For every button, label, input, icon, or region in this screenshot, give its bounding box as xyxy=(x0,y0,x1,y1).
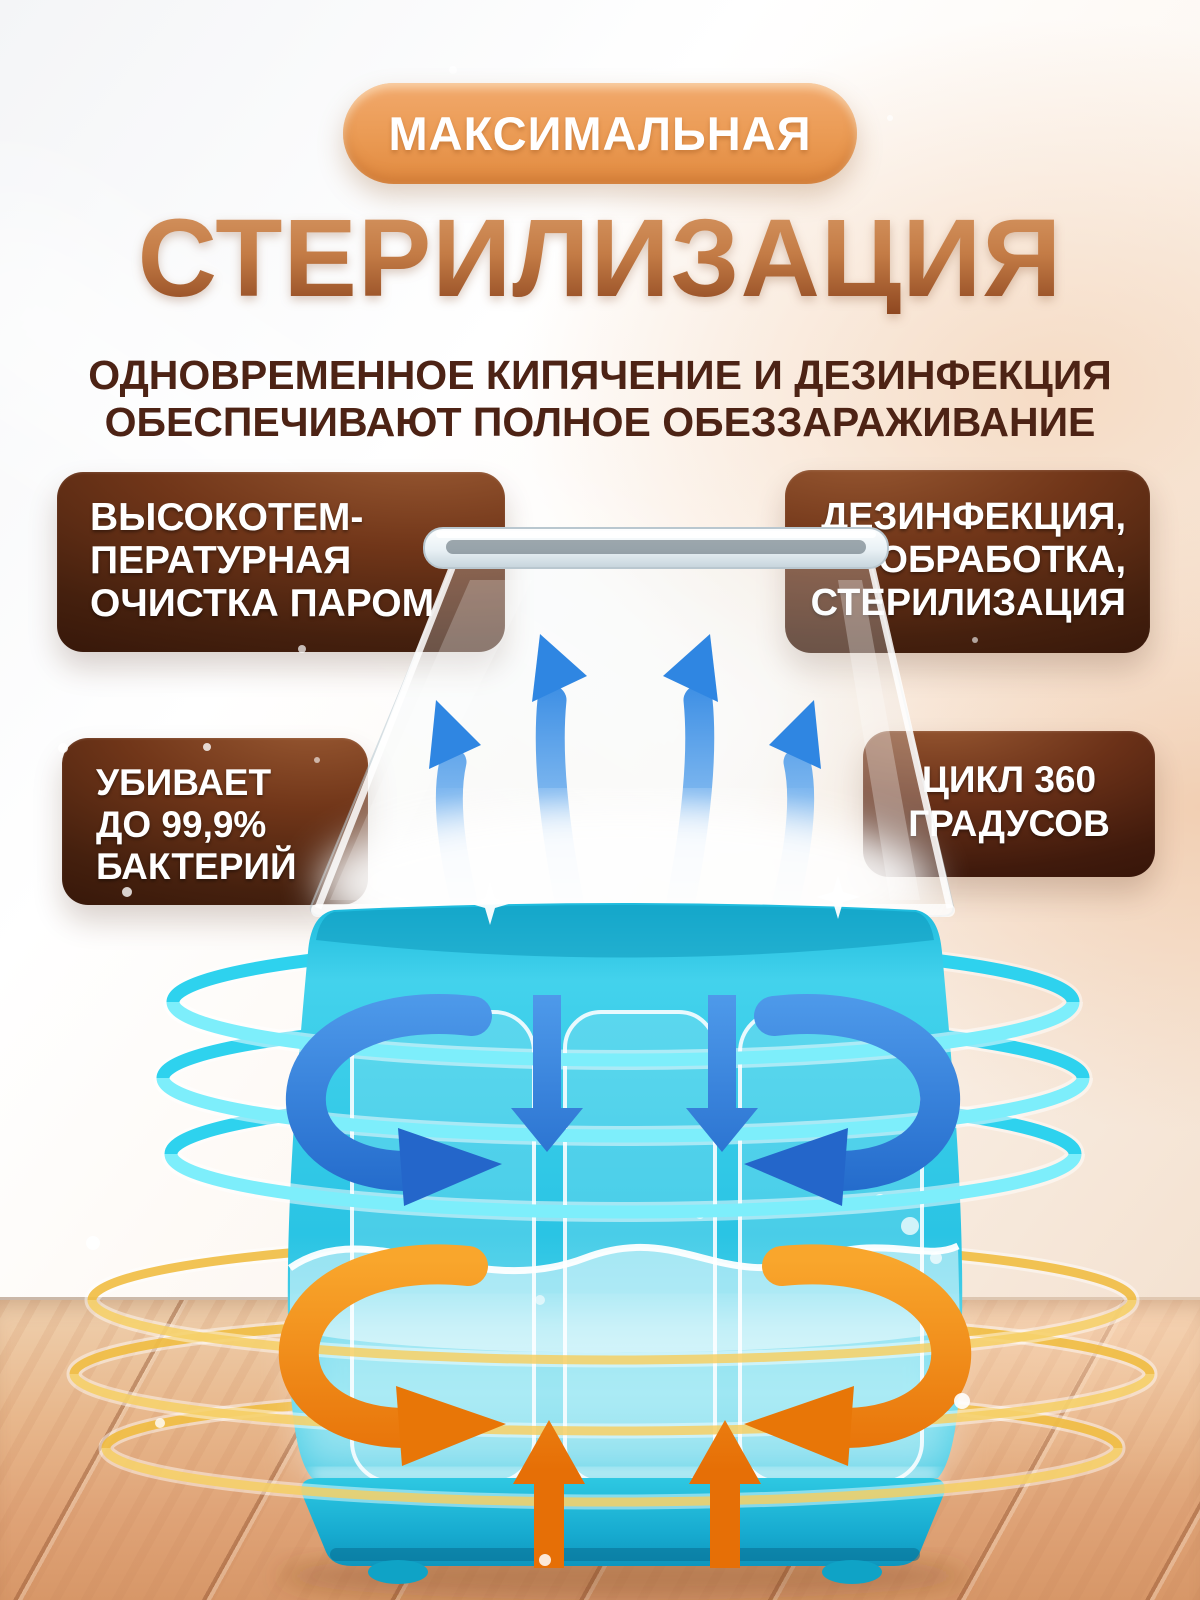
foot xyxy=(368,1560,428,1584)
sparkle xyxy=(972,637,978,643)
callout-line: СТЕРИЛИЗАЦИЯ xyxy=(810,582,1126,624)
circulation-arrow-blue-right-icon xyxy=(744,993,961,1206)
sparkle xyxy=(86,1236,100,1250)
glints xyxy=(468,875,860,925)
sparkle xyxy=(449,66,457,74)
sparkle xyxy=(887,115,893,121)
glint-star-icon xyxy=(816,875,860,919)
sparkle xyxy=(58,743,68,753)
callout-line: ОЧИСТКА ПАРОМ xyxy=(90,582,435,625)
sparkle xyxy=(539,1554,551,1566)
foot xyxy=(822,1560,882,1584)
callout-360-cycle: ЦИКЛ 360 ГРАДУСОВ xyxy=(863,731,1155,877)
circulation-arrow-orange-left-icon xyxy=(278,1244,506,1466)
page-title: СТЕРИЛИЗАЦИЯ xyxy=(0,204,1200,314)
sparkle xyxy=(122,887,132,897)
callout-line: УБИВАЕТ xyxy=(96,762,272,803)
up-arrow-icon xyxy=(689,1420,761,1568)
callout-line: ПЕРАТУРНАЯ xyxy=(90,539,352,582)
up-arrow-icon xyxy=(513,1420,585,1568)
down-arrow-icon xyxy=(511,995,583,1152)
steam-rings-front xyxy=(153,1000,1093,1222)
glint-star-icon xyxy=(468,881,512,925)
callout-line: ЦИКЛ 360 xyxy=(921,759,1097,800)
heating-coil-rings-front xyxy=(66,1298,1158,1510)
callout-line: ВЫСОКОТЕМ- xyxy=(90,496,364,539)
sparkle xyxy=(298,645,306,653)
down-arrows xyxy=(511,995,758,1152)
badge-pill: МАКСИМАЛЬНАЯ xyxy=(343,83,857,184)
subtitle-line-1: ОДНОВРЕМЕННОЕ КИПЯЧЕНИЕ И ДЕЗИНФЕКЦИЯ xyxy=(88,352,1112,398)
callout-line: ОБРАБОТКА, xyxy=(878,539,1126,581)
callout-disinfection: ДЕЗИНФЕКЦИЯ, ОБРАБОТКА, СТЕРИЛИЗАЦИЯ xyxy=(785,470,1150,653)
subtitle: ОДНОВРЕМЕННОЕ КИПЯЧЕНИЕ И ДЕЗИНФЕКЦИЯ ОБ… xyxy=(0,352,1200,446)
up-arrows xyxy=(513,1420,761,1568)
callout-kills-bacteria: УБИВАЕТ ДО 99,9% БАКТЕРИЙ xyxy=(62,738,368,905)
sparkle xyxy=(203,743,211,751)
sparkle xyxy=(314,757,320,763)
badge-label: МАКСИМАЛЬНАЯ xyxy=(388,107,812,160)
sparkles xyxy=(58,66,978,1566)
callout-line: БАКТЕРИЙ xyxy=(96,846,297,887)
sparkle xyxy=(155,1418,165,1428)
down-arrow-icon xyxy=(686,995,758,1152)
circulation-arrow-orange-right-icon xyxy=(744,1244,972,1466)
subtitle-line-2: ОБЕСПЕЧИВАЮТ ПОЛНОЕ ОБЕЗЗАРАЖИВАНИЕ xyxy=(104,399,1096,445)
sparkle xyxy=(954,1393,970,1409)
callout-line: ДО 99,9% xyxy=(96,804,267,845)
callout-line: ГРАДУСОВ xyxy=(908,803,1110,844)
circulation-arrow-blue-left-icon xyxy=(285,993,502,1206)
